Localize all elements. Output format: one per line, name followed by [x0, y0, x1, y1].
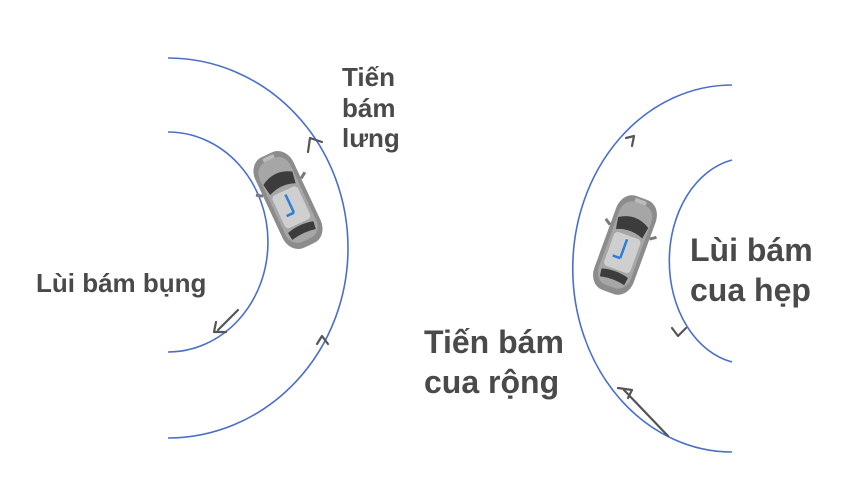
- left-outer-arc: [167, 57, 349, 439]
- label-forward-wide: Tiến bám cua rộng: [424, 324, 564, 400]
- car-icon: [581, 187, 669, 303]
- arrow-tail: [216, 308, 240, 332]
- right-inner-arc: [668, 159, 733, 363]
- label-forward-back: Tiến bám lưng: [342, 62, 400, 154]
- arrow-icon: [624, 134, 636, 148]
- arrow-icon: [315, 334, 330, 346]
- arrow-tail: [622, 388, 670, 438]
- car-icon: [240, 141, 336, 259]
- right-outer-arc: [571, 84, 733, 453]
- arrow-icon: [306, 136, 324, 154]
- left-inner-arc: [167, 131, 269, 353]
- arrow-icon: [212, 320, 228, 334]
- label-reverse-narrow: Lùi bám cua hẹp: [690, 232, 813, 308]
- label-reverse-belly: Lùi bám bụng: [36, 268, 207, 298]
- arrow-icon: [670, 326, 688, 338]
